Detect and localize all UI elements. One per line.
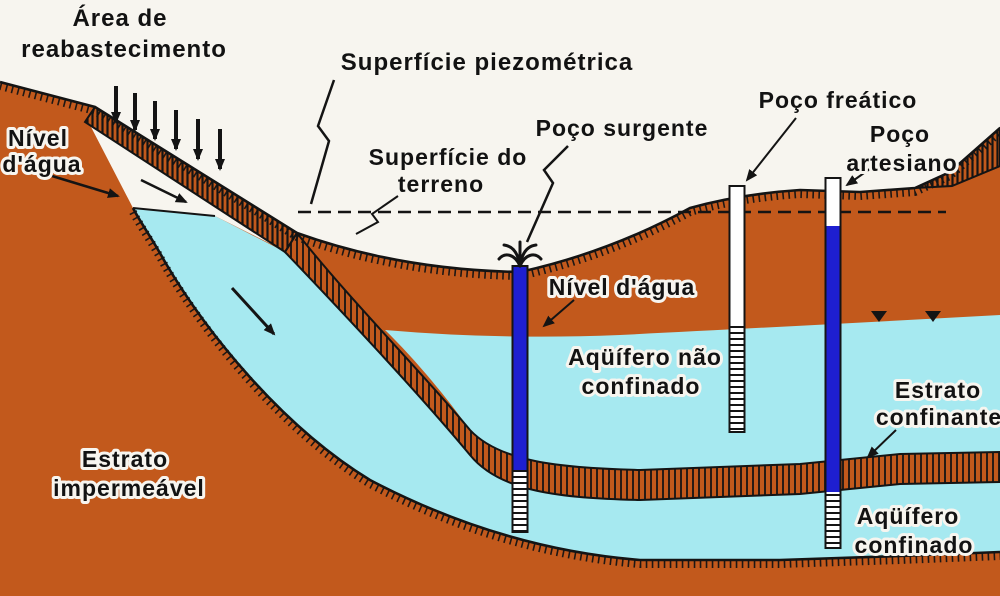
artesian-well bbox=[824, 177, 842, 549]
label-confined-aquifer-line2: confinado bbox=[855, 532, 974, 558]
flowing-well-screen bbox=[512, 470, 528, 532]
label-recharge-area-line1: Área de bbox=[72, 4, 167, 32]
label-artesian-well-line2: artesiano bbox=[846, 150, 957, 176]
groundwater-flow-arrow bbox=[230, 286, 276, 336]
label-water-level-left-line2: d'água bbox=[2, 151, 81, 177]
label-unconfined-aquifer-line2: confinado bbox=[582, 373, 701, 399]
artesian-well-screen bbox=[825, 492, 841, 548]
label-confining-stratum-line2: confinante bbox=[876, 404, 1000, 430]
ground-surface-line bbox=[0, 80, 1000, 274]
artesian-well-water-column bbox=[825, 226, 841, 492]
left-water-level-pointer bbox=[51, 174, 120, 198]
label-unconfined-aquifer-line1: Aqüífero não bbox=[568, 344, 722, 370]
label-impermeable-stratum-line2: impermeável bbox=[53, 475, 205, 501]
artesian-well-air-column bbox=[825, 178, 841, 226]
phreatic-well-screen bbox=[729, 322, 745, 432]
cliff-patch bbox=[914, 126, 1000, 189]
ground-surface-ticks bbox=[0, 82, 1000, 281]
unconfined-aquifer-body bbox=[385, 315, 1000, 470]
flowing-well bbox=[497, 240, 543, 533]
label-piezometric-surface: Superfície piezométrica bbox=[341, 49, 633, 76]
label-ground-surface-line1: Superfície do bbox=[369, 144, 528, 170]
phreatic-well-pointer bbox=[745, 117, 797, 182]
aquifer-bottom-line bbox=[131, 207, 1000, 562]
phreatic-well bbox=[728, 185, 746, 433]
artesian-well-pointer bbox=[845, 165, 875, 187]
confining-stratum-band bbox=[283, 231, 1000, 502]
label-confining-stratum-line1: Estrato bbox=[895, 377, 981, 403]
water-table-symbol bbox=[925, 311, 941, 322]
label-ground-surface-line2: terreno bbox=[398, 171, 484, 197]
label-phreatic-well: Poço freático bbox=[759, 87, 918, 113]
label-impermeable-stratum-line1: Estrato bbox=[82, 446, 168, 472]
phreatic-well-dry-column bbox=[729, 186, 745, 322]
hill-water-level-arrow bbox=[140, 178, 188, 204]
artesian-well-casing bbox=[824, 177, 842, 549]
water-table-pointer bbox=[542, 299, 575, 328]
flowing-well-pointer bbox=[525, 145, 569, 243]
confined-aquifer-body bbox=[133, 208, 1000, 560]
label-confined-aquifer-line1: Aqüífero bbox=[857, 503, 960, 529]
label-recharge-area-line2: reabastecimento bbox=[21, 36, 227, 63]
hill-water-level-line bbox=[132, 207, 216, 217]
label-artesian-well-line1: Poço bbox=[870, 121, 930, 147]
fountain-spray-icon bbox=[497, 240, 543, 268]
ground-surface-pointer bbox=[355, 195, 399, 235]
water-table-symbol bbox=[871, 311, 887, 322]
flowing-well-water-column bbox=[512, 266, 528, 470]
label-water-table: Nível d'água bbox=[549, 274, 696, 300]
label-water-level-left-line1: Nível bbox=[8, 125, 68, 151]
phreatic-well-casing bbox=[728, 185, 746, 433]
label-flowing-well: Poço surgente bbox=[536, 115, 709, 141]
confining-stratum-pointer bbox=[866, 429, 897, 459]
recharge-arrows bbox=[111, 86, 225, 171]
piezometric-pointer bbox=[309, 79, 336, 205]
